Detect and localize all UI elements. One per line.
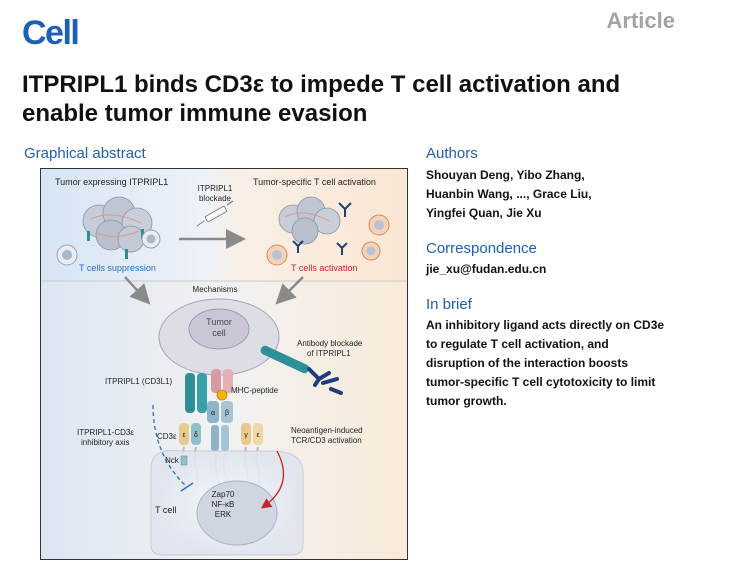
blockade-label-line-2: blockade: [199, 194, 232, 203]
authors-line-1: Shouyan Deng, Yibo Zhang,: [426, 168, 585, 182]
in-brief-text: An inhibitory ligand acts directly on CD…: [426, 316, 664, 411]
chain-delta: δ: [194, 432, 198, 439]
t-cell-activation-label: T cells activation: [291, 263, 357, 273]
in-brief-line-2: to regulate T cell activation, and: [426, 337, 609, 351]
mechanisms-label: Mechanisms: [193, 285, 238, 294]
itpripl1-ligand: [185, 373, 207, 413]
tumor-cluster-right: [278, 196, 341, 245]
neoantigen-label-line-1: Neoantigen-induced: [291, 426, 363, 435]
in-brief-line-4: tumor-specific T cell cytotoxicity to li…: [426, 375, 656, 389]
inhibitory-path: [152, 404, 188, 488]
activation-path: [260, 450, 285, 509]
title-line-1: ITPRIPL1 binds CD3ε to impede T cell act…: [22, 71, 621, 98]
mhc-peptide: [211, 369, 233, 401]
blockade-label-line-1: ITPRIPL1: [198, 184, 233, 193]
inhibitory-axis-line-2: inhibitory axis: [81, 438, 129, 447]
chain-beta: β: [225, 410, 229, 417]
article-type-label: Article: [606, 8, 675, 33]
inhibitory-axis-line-1: ITPRIPL1-CD3ε: [77, 428, 134, 437]
journal-logo[interactable]: Cell: [22, 14, 80, 52]
tumor-cluster-left: [82, 196, 153, 259]
cd3e-label: CD3ε: [157, 432, 177, 441]
itpripl1-label: ITPRIPL1 (CD3L1): [105, 377, 172, 386]
authors-list: Shouyan Deng, Yibo Zhang, Huanbin Wang, …: [426, 166, 592, 223]
chain-epsilon-right: ε: [256, 432, 259, 439]
zap70-label: Zap70: [212, 490, 235, 499]
activated-t-cells: [266, 214, 390, 266]
tumor-cell-label-line-2: cell: [212, 328, 226, 338]
graphical-abstract-figure: Tumor expressing ITPRIPL1 ITPRIPL1 block…: [40, 168, 408, 560]
nck-label: Nck: [165, 456, 180, 465]
mechanism-arrow-left: [124, 276, 151, 305]
chain-alpha: α: [211, 410, 215, 417]
tumor-expressing-label: Tumor expressing ITPRIPL1: [55, 177, 168, 187]
chain-gamma: γ: [244, 432, 248, 439]
authors-heading: Authors: [426, 145, 478, 162]
antibody-blockade-line-1: Antibody blockade: [297, 339, 363, 348]
t-cell-suppression-label: T cells suppression: [79, 263, 156, 273]
nck-marker: [180, 455, 188, 466]
tumor-nucleus: [188, 308, 250, 350]
in-brief-line-1: An inhibitory ligand acts directly on CD…: [426, 318, 665, 332]
mhc-peptide-label: MHC-peptide: [231, 386, 279, 395]
paper-title: ITPRIPL1 binds CD3ε to impede T cell act…: [22, 70, 722, 128]
in-brief-line-5: tumor growth.: [426, 394, 507, 408]
graphical-abstract-heading: Graphical abstract: [24, 145, 146, 162]
correspondence-email[interactable]: jie_xu@fudan.edu.cn: [426, 262, 547, 276]
authors-line-3: Yingfei Quan, Jie Xu: [426, 206, 542, 220]
t-cell-label: T cell: [155, 505, 176, 515]
antibody-blockade-line-2: of ITPRIPL1: [307, 349, 351, 358]
tumor-specific-label: Tumor-specific T cell activation: [253, 177, 376, 187]
in-brief-heading: In brief: [426, 296, 472, 313]
tumor-cell-label-line-1: Tumor: [206, 317, 232, 327]
inhibitory-bar: [180, 482, 194, 492]
chain-epsilon-left: ε: [182, 432, 185, 439]
blocking-antibody-icon: [307, 367, 343, 395]
erk-label: ERK: [215, 510, 232, 519]
in-brief-line-3: disruption of the interaction boosts: [426, 356, 628, 370]
nfkb-label: NF-κB: [212, 500, 235, 509]
neoantigen-label-line-2: TCR/CD3 activation: [291, 436, 362, 445]
authors-line-2: Huanbin Wang, ..., Grace Liu,: [426, 187, 592, 201]
title-line-2: enable tumor immune evasion: [22, 100, 368, 127]
suppressed-t-cells: [56, 229, 161, 266]
correspondence-heading: Correspondence: [426, 240, 537, 257]
syringe-icon: [196, 200, 234, 227]
membrane-itpripl1-right: [260, 345, 309, 374]
antibody-icons-top: [292, 202, 352, 255]
t-cell-nucleus: [196, 480, 278, 546]
tcr-alpha-beta: [207, 401, 233, 451]
mechanism-arrow-right: [275, 276, 304, 305]
